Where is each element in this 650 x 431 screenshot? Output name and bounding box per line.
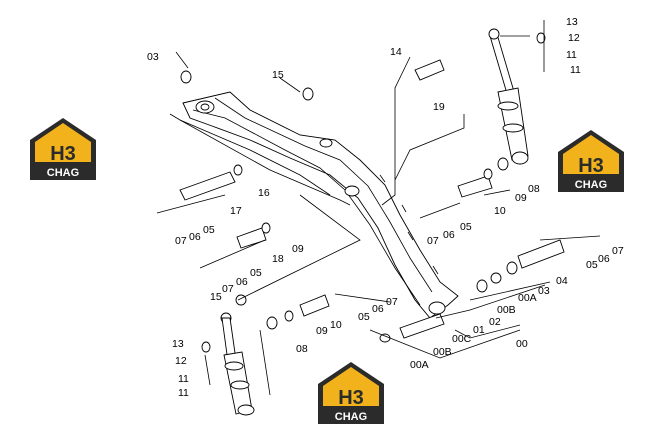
label-09-a: 09: [292, 243, 304, 255]
label-06-b: 06: [236, 276, 248, 288]
label-09-c: 09: [515, 192, 527, 204]
label-11-bottom-b: 11: [178, 387, 189, 399]
label-11-top-b: 11: [570, 64, 581, 76]
label-05-a: 05: [203, 224, 215, 236]
label-12-top: 12: [568, 32, 580, 44]
label-00A-right: 00A: [518, 292, 537, 304]
label-01: 01: [473, 324, 485, 336]
cylinder-bottom-left: [220, 312, 255, 416]
label-14: 14: [390, 46, 402, 58]
watermark-mark: H3: [578, 155, 604, 177]
watermark-word: CHAG: [575, 179, 607, 191]
label-17: 17: [230, 205, 242, 217]
label-11-bottom-a: 11: [178, 373, 189, 385]
cylinder-top-right: [488, 28, 529, 165]
label-06-c: 06: [372, 303, 384, 315]
watermark-word: CHAG: [47, 167, 79, 179]
label-15-bottom: 15: [210, 291, 222, 303]
label-07-b: 07: [222, 283, 234, 295]
label-12-bottom: 12: [175, 355, 187, 367]
label-13-bottom: 13: [172, 338, 184, 350]
label-16: 16: [258, 187, 270, 199]
label-10-bottom: 10: [330, 319, 342, 331]
label-19: 19: [433, 101, 445, 113]
label-03-right: 03: [538, 285, 550, 297]
label-06-d: 06: [443, 229, 455, 241]
watermark-logo-bottom: H3 CHAG: [318, 362, 384, 424]
pins-and-washers: [179, 32, 565, 353]
label-05-e: 05: [586, 259, 598, 271]
part-labels: 03 15 14 19 13 12 11 11 16 17 07 06 05 0…: [147, 16, 624, 399]
watermark-logo-right: H3 CHAG: [558, 130, 624, 192]
label-07-c: 07: [386, 296, 398, 308]
label-06-a: 06: [189, 231, 201, 243]
label-00B-bottom: 00B: [433, 346, 452, 358]
label-10-right: 10: [494, 205, 506, 217]
label-11-top-a: 11: [566, 49, 577, 61]
boom-arm: [182, 91, 459, 319]
label-02: 02: [489, 316, 501, 328]
watermark-logo-left: H3 CHAG: [30, 118, 96, 180]
watermark-mark: H3: [338, 387, 364, 409]
leader-lines: [156, 20, 601, 396]
label-00C: 00C: [452, 333, 472, 345]
watermark-word: CHAG: [335, 411, 367, 423]
label-03-top: 03: [147, 51, 159, 63]
label-00B-right: 00B: [497, 304, 516, 316]
label-00: 00: [516, 338, 528, 350]
label-09-b: 09: [316, 325, 328, 337]
label-07-d: 07: [427, 235, 439, 247]
label-06-e: 06: [598, 253, 610, 265]
label-15-top: 15: [272, 69, 284, 81]
label-05-c: 05: [358, 311, 370, 323]
label-18: 18: [272, 253, 284, 265]
label-04: 04: [556, 275, 568, 287]
label-05-b: 05: [250, 267, 262, 279]
label-08-bottom: 08: [296, 343, 308, 355]
label-08-right: 08: [528, 183, 540, 195]
label-05-d: 05: [460, 221, 472, 233]
label-07-a: 07: [175, 235, 187, 247]
label-00A-bottom: 00A: [410, 359, 429, 371]
label-07-e: 07: [612, 245, 624, 257]
watermark-mark: H3: [50, 143, 76, 165]
label-13-top: 13: [566, 16, 578, 28]
